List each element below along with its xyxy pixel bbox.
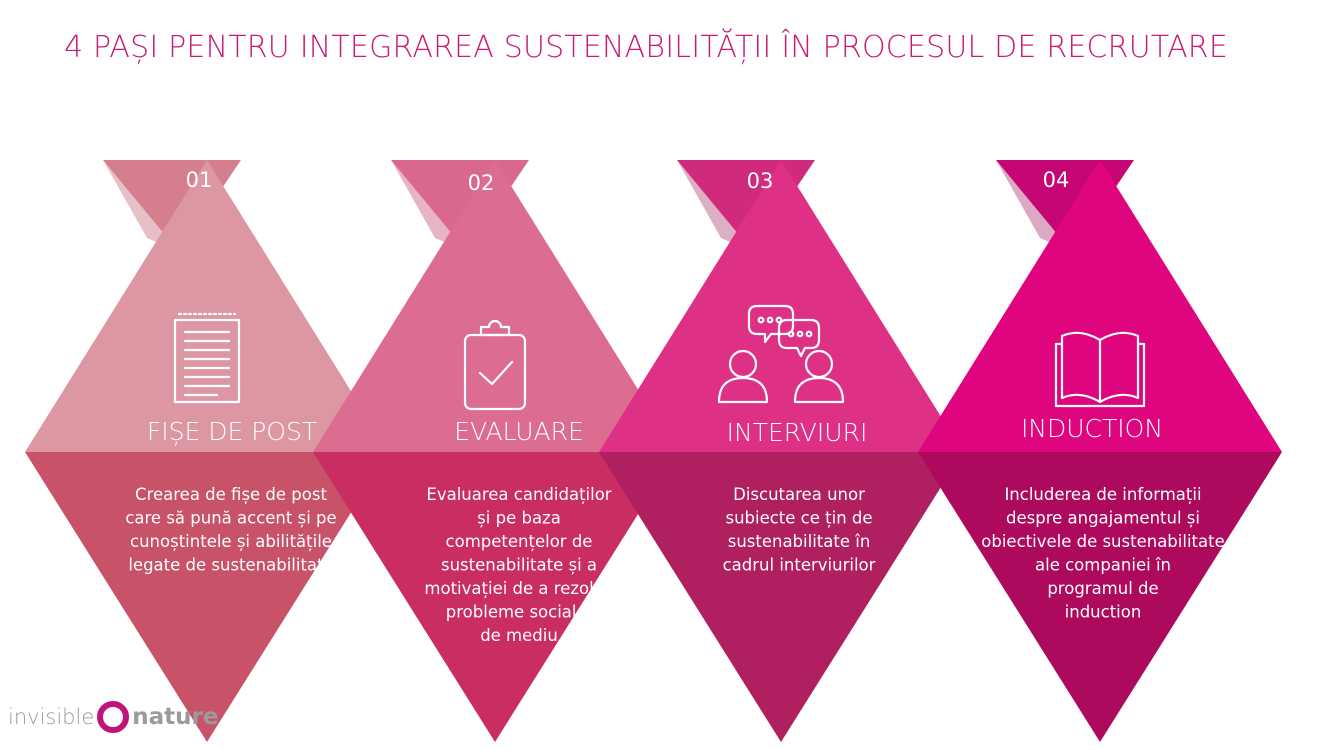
step-bottom-triangle bbox=[313, 452, 677, 742]
step-number: 02 bbox=[468, 171, 495, 195]
description-line: induction bbox=[1065, 603, 1142, 622]
description-line: Includerea de informații bbox=[1004, 485, 1201, 504]
description-line: programul de bbox=[1047, 579, 1158, 598]
step-tab-shade bbox=[103, 160, 179, 252]
description-line: Crearea de fișe de post bbox=[135, 485, 327, 504]
page-title: 4 PAȘI PENTRU INTEGRAREA SUSTENABILITĂȚI… bbox=[64, 30, 1228, 65]
logo-text-invisible: invisible bbox=[8, 705, 95, 729]
step-title: INTERVIURI bbox=[727, 418, 868, 447]
description-line: probleme sociale/ bbox=[446, 603, 593, 622]
description-line: despre angajamentul și bbox=[1006, 509, 1200, 528]
description-line: competențelor de bbox=[446, 532, 593, 551]
description-line: cadrul interviurilor bbox=[723, 556, 876, 575]
description-line: sustenabilitate în bbox=[728, 532, 871, 551]
description-line: cunoștintele și abilitățile bbox=[130, 532, 332, 551]
step-top-triangle bbox=[918, 160, 1282, 452]
step-bottom-triangle bbox=[599, 452, 963, 742]
description-line: sustenabilitate și a bbox=[441, 556, 597, 575]
description-line: Discutarea unor bbox=[733, 485, 865, 504]
description-line: subiecte ce țin de bbox=[725, 509, 872, 528]
step-top-triangle bbox=[313, 160, 677, 452]
step-number: 03 bbox=[747, 169, 774, 193]
step-tab-shade bbox=[996, 160, 1072, 252]
logo-text-nature: nature bbox=[132, 704, 219, 730]
step-number: 04 bbox=[1043, 168, 1070, 192]
step-tab-shade bbox=[677, 160, 753, 252]
description-line: obiectivele de sustenabilitate bbox=[981, 532, 1224, 551]
step-bottom-triangle bbox=[918, 452, 1282, 742]
description-line: de mediu bbox=[480, 626, 558, 645]
description-line: Evaluarea candidaților bbox=[426, 485, 611, 504]
description-line: legate de sustenabilitate bbox=[128, 556, 333, 575]
company-logo: invisible nature bbox=[8, 699, 219, 735]
description-line: motivației de a rezolva bbox=[424, 579, 613, 598]
step-description: Evaluarea candidaților și pe baza competen… bbox=[424, 485, 613, 645]
step-tab-shade bbox=[391, 160, 467, 252]
step-title: INDUCTION bbox=[1021, 414, 1163, 443]
step-title: EVALUARE bbox=[454, 417, 584, 446]
step-number: 01 bbox=[186, 168, 213, 192]
step-bottom-triangle bbox=[25, 452, 389, 742]
description-line: ale companiei în bbox=[1035, 556, 1171, 575]
description-line: care să pună accent și pe bbox=[125, 509, 336, 528]
description-line: și pe baza bbox=[477, 509, 561, 528]
step-description: Crearea de fișe de post care să pună acce… bbox=[125, 485, 336, 575]
step-title: FIȘE DE POST bbox=[147, 417, 317, 446]
logo-ring-icon bbox=[97, 701, 130, 733]
step-description: Discutarea unor subiecte ce țin de sustena… bbox=[723, 485, 876, 575]
step-description: Includerea de informații despre angajamen… bbox=[981, 485, 1224, 622]
step-top-triangle bbox=[25, 160, 389, 452]
